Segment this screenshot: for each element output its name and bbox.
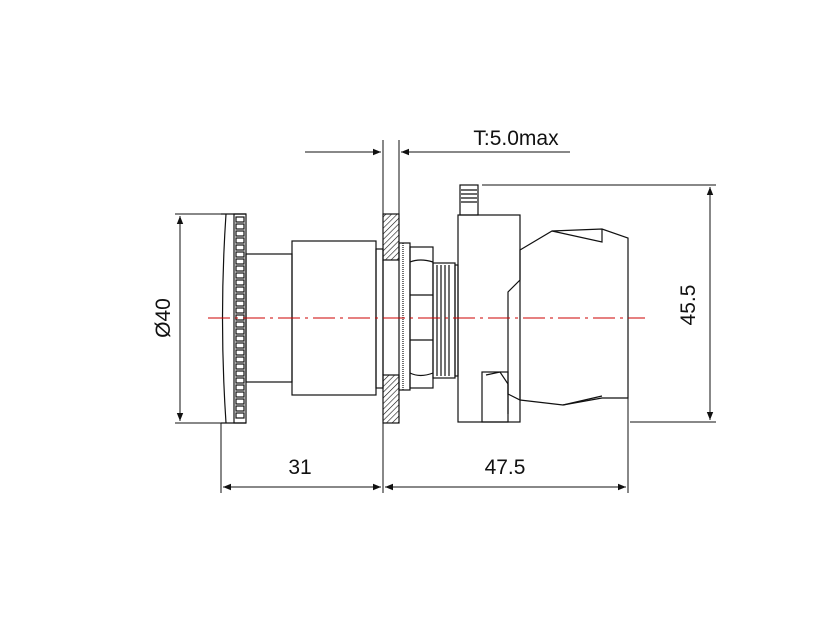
panel-thickness-label: T:5.0max	[473, 127, 559, 150]
knob-tooth	[235, 286, 245, 293]
knob-tooth	[235, 391, 245, 398]
mounting-panel	[382, 213, 400, 424]
knob-tooth	[235, 321, 245, 328]
knob-tooth	[235, 307, 245, 314]
knob-tooth	[235, 398, 245, 405]
diameter-label: Ø40	[152, 298, 175, 338]
knob-tooth	[235, 265, 245, 272]
contact-block	[457, 184, 629, 423]
knob-tooth	[235, 335, 245, 342]
knob-tooth	[235, 356, 245, 363]
thread	[432, 262, 459, 379]
knob-tooth	[235, 405, 245, 412]
knob-tooth	[235, 349, 245, 356]
knob-tooth	[235, 279, 245, 286]
fixing-nut	[398, 242, 434, 391]
knob-tooth	[235, 293, 245, 300]
knob-tooth	[235, 251, 245, 258]
front-length-label: 31	[288, 456, 311, 479]
knob-tooth	[235, 328, 245, 335]
knob-tooth	[235, 223, 245, 230]
knob-tooth	[235, 216, 245, 223]
knob-tooth	[235, 363, 245, 370]
knob-tooth	[235, 342, 245, 349]
rear-length-label: 47.5	[485, 456, 526, 479]
knob-tooth	[235, 237, 245, 244]
knob-tooth	[235, 412, 245, 419]
knob-tooth	[235, 272, 245, 279]
knob-tooth	[235, 377, 245, 384]
knob-tooth	[235, 230, 245, 237]
knob-tooth	[235, 384, 245, 391]
knob-tooth	[235, 370, 245, 377]
height-label: 45.5	[677, 285, 700, 326]
knob-tooth	[235, 300, 245, 307]
knob-tooth	[235, 258, 245, 265]
knob-tooth	[235, 244, 245, 251]
